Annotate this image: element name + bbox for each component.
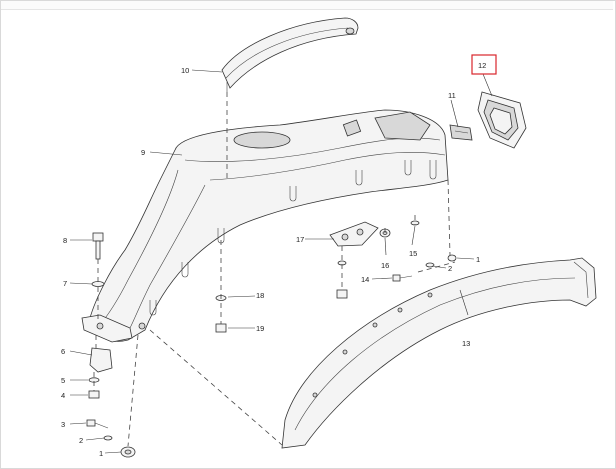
callout-13[interactable]: 13 bbox=[462, 339, 470, 348]
top-scroll-strip bbox=[1, 1, 613, 10]
callout-labels: 10 9 11 12 13 17 14 15 16 18 19 8 7 6 5 … bbox=[61, 61, 486, 458]
callout-15[interactable]: 15 bbox=[409, 249, 417, 258]
callout-11[interactable]: 11 bbox=[448, 91, 456, 100]
highlight-box-12 bbox=[471, 54, 497, 75]
callout-6[interactable]: 6 bbox=[61, 347, 65, 356]
nut-under-plate bbox=[336, 260, 348, 299]
part-7-washer[interactable] bbox=[91, 281, 105, 287]
part-4-nut[interactable] bbox=[88, 390, 100, 399]
callout-2-upper[interactable]: 2 bbox=[448, 264, 452, 273]
callout-16[interactable]: 16 bbox=[381, 261, 389, 270]
callout-4[interactable]: 4 bbox=[61, 391, 65, 400]
callout-9[interactable]: 9 bbox=[141, 148, 145, 157]
callout-7[interactable]: 7 bbox=[63, 279, 67, 288]
part-19-nut[interactable] bbox=[215, 323, 227, 333]
callout-2-lower[interactable]: 2 bbox=[79, 436, 83, 445]
part-9-main-frame[interactable] bbox=[81, 109, 449, 343]
part-6-bracket-small[interactable] bbox=[89, 347, 113, 373]
part-1-cap-lower[interactable] bbox=[120, 446, 136, 458]
part-12-bracket[interactable] bbox=[477, 91, 527, 149]
part-10-handle[interactable] bbox=[221, 17, 359, 92]
callout-10[interactable]: 10 bbox=[181, 66, 189, 75]
assembly-dashed-lines bbox=[93, 92, 456, 447]
callout-17[interactable]: 17 bbox=[296, 235, 304, 244]
callout-19[interactable]: 19 bbox=[256, 324, 264, 333]
part-1-cap-upper[interactable] bbox=[447, 254, 457, 262]
callout-5[interactable]: 5 bbox=[61, 376, 65, 385]
callout-8[interactable]: 8 bbox=[63, 236, 67, 245]
part-17-mount-plate[interactable] bbox=[329, 221, 379, 247]
part-14-bolt[interactable] bbox=[392, 274, 413, 282]
callout-18[interactable]: 18 bbox=[256, 291, 264, 300]
part-13-curved-rail[interactable] bbox=[281, 257, 597, 449]
callout-1-upper[interactable]: 1 bbox=[476, 255, 480, 264]
callout-14[interactable]: 14 bbox=[361, 275, 369, 284]
part-2-washer-lower[interactable] bbox=[103, 435, 113, 441]
callout-12[interactable]: 12 bbox=[478, 61, 486, 70]
callout-3[interactable]: 3 bbox=[61, 420, 65, 429]
part-8-bolt[interactable] bbox=[92, 232, 104, 260]
part-3-screw[interactable] bbox=[86, 419, 109, 429]
part-11-plate[interactable] bbox=[449, 124, 473, 141]
callout-1-lower[interactable]: 1 bbox=[99, 449, 103, 458]
leader-lines bbox=[69, 69, 493, 454]
